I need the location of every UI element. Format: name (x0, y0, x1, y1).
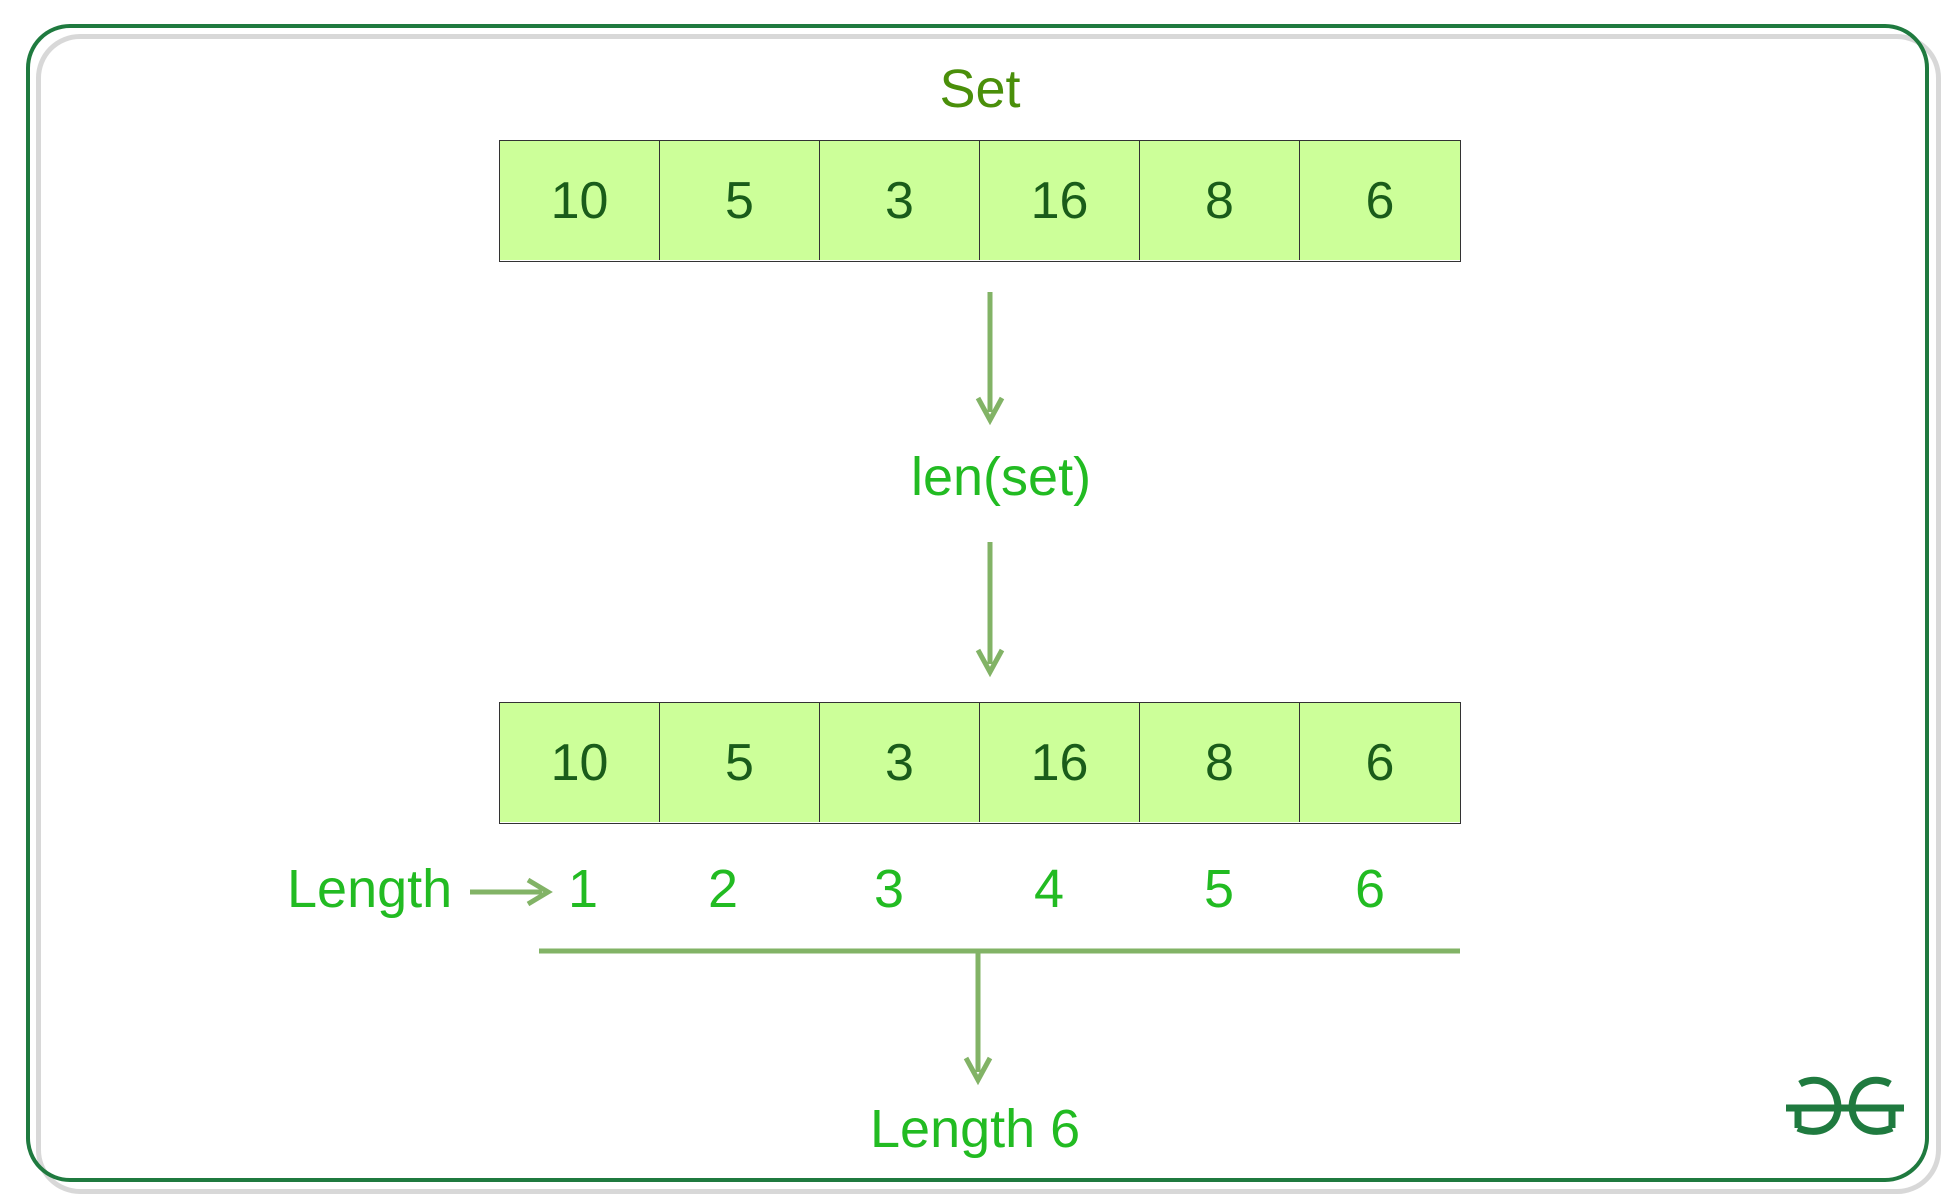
arrow-to-result-boxes-head (975, 648, 1005, 678)
length-index: 1 (567, 859, 599, 919)
result-cell: 10 (500, 703, 660, 822)
length-index: 4 (1033, 859, 1065, 919)
set-cell: 3 (820, 141, 980, 260)
arrow-to-function-head (975, 396, 1005, 426)
arrow-to-result-label-head (963, 1056, 993, 1086)
frame-shadow (36, 34, 1941, 1194)
length-label: Length (287, 859, 453, 919)
set-cell: 5 (660, 141, 820, 260)
length-index: 3 (873, 859, 905, 919)
set-cell: 6 (1300, 141, 1460, 260)
function-label: len(set) (911, 447, 1092, 507)
result-label: Length 6 (870, 1099, 1081, 1159)
result-cell: 3 (820, 703, 980, 822)
length-index: 2 (707, 859, 739, 919)
result-cell: 5 (660, 703, 820, 822)
result-boxes: 10 5 3 16 8 6 (499, 702, 1461, 824)
length-pointer-arrow-head (526, 877, 553, 907)
set-cell: 16 (980, 141, 1140, 260)
set-title: Set (939, 59, 1021, 119)
diagram-frame (26, 24, 1929, 1182)
result-cell: 6 (1300, 703, 1460, 822)
set-boxes: 10 5 3 16 8 6 (499, 140, 1461, 262)
gfg-logo-icon (1786, 1076, 1904, 1135)
length-index: 6 (1354, 859, 1386, 919)
result-cell: 8 (1140, 703, 1300, 822)
set-cell: 10 (500, 141, 660, 260)
result-cell: 16 (980, 703, 1140, 822)
set-cell: 8 (1140, 141, 1300, 260)
length-index: 5 (1203, 859, 1235, 919)
